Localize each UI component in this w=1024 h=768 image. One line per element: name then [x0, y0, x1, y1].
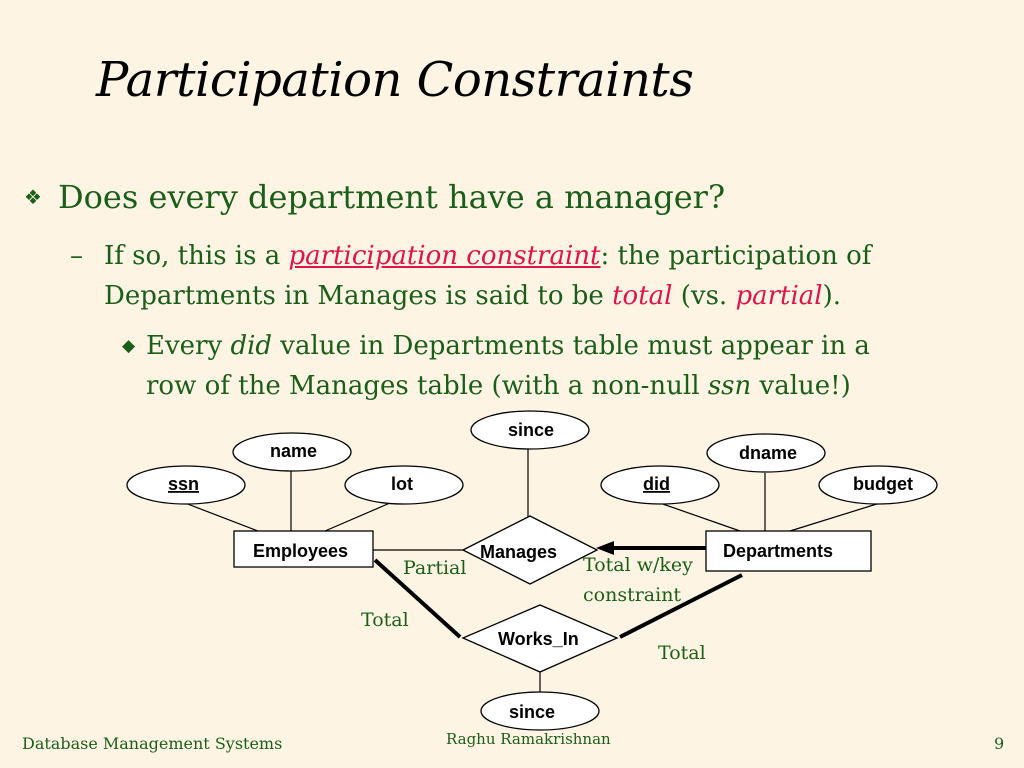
attr-budget-label: budget [853, 474, 913, 494]
relationship-manages-label: Manages [480, 542, 557, 562]
sub-text-after: : the participation of [600, 241, 872, 271]
subsub-line1-rest: value in Departments table must appear i… [272, 331, 870, 361]
total-participation-lines [373, 546, 743, 639]
sub-line2-before: Departments in Manages is said to be [104, 281, 613, 311]
attr-name-label: name [270, 441, 317, 461]
entity-departments-box [705, 530, 872, 572]
attr-did-ellipse [600, 465, 720, 505]
term-participation-constraint: participation constraint [288, 241, 601, 271]
annotation-total-right: Total [658, 642, 706, 664]
entity-employees-box [233, 530, 374, 568]
sub-sub-bullet: ◆ Every did value in Departments table mu… [122, 326, 992, 406]
attribute-connectors [184, 449, 881, 692]
connector-did [659, 502, 741, 532]
connector-budget [789, 502, 881, 532]
sub-closing: ). [822, 281, 842, 311]
attr-since-worksin-label: since [509, 702, 555, 722]
relationship-manages-diamond [461, 515, 599, 585]
relationship-worksin-label: Works_In [498, 629, 579, 649]
attr-since-manages-ellipse [470, 410, 590, 450]
attr-lot-ellipse [344, 465, 464, 505]
attr-since-worksin-ellipse [480, 691, 600, 731]
attr-ssn-label: ssn [168, 474, 199, 494]
annotation-total-left: Total [361, 609, 409, 631]
entity-departments-label: Departments [723, 541, 833, 561]
subsub-every: Every [146, 331, 231, 361]
attr-ssn-ellipse [126, 465, 246, 505]
bullet-question-text: Does every department have a manager? [58, 178, 726, 216]
bullet-question: ❖ Does every department have a manager? [24, 178, 725, 216]
thick-line-worksin-departments [619, 573, 743, 639]
attr-dname-label: dname [739, 443, 797, 463]
attr-dname-ellipse [706, 433, 826, 473]
entity-employees-label: Employees [253, 541, 348, 561]
subsub-line2-before: row of the Manages table (with a non-nul… [146, 371, 708, 401]
arrowhead-icon [596, 541, 614, 555]
subsub-ssn: ssn [707, 371, 752, 401]
attr-name-ellipse [232, 432, 352, 472]
connector-ssn [184, 502, 259, 532]
annotation-total-key-line1: Total w/key [583, 554, 693, 576]
thick-line-employees-worksin [373, 558, 462, 639]
annotation-total-key-line2: constraint [583, 584, 681, 606]
attr-did-label: did [643, 474, 670, 494]
connector-lot [324, 502, 391, 532]
diamond-cluster-icon: ❖ [24, 185, 42, 209]
term-total: total [612, 281, 673, 311]
dash-marker: – [70, 241, 83, 271]
subsub-did: did [230, 331, 273, 361]
attr-budget-ellipse [818, 465, 938, 505]
sub-bullet: –If so, this is a participation constrai… [70, 236, 1000, 316]
diamond-icon: ◆ [122, 336, 136, 356]
term-partial: partial [735, 281, 823, 311]
sub-vs: (vs. [672, 281, 736, 311]
attr-since-manages-label: since [508, 420, 554, 440]
footer-page-number: 9 [994, 734, 1005, 753]
annotation-partial: Partial [403, 557, 466, 579]
sub-text-before: If so, this is a [104, 241, 289, 271]
footer-author: Raghu Ramakrishnan [446, 730, 611, 748]
subsub-line2-after: value!) [751, 371, 851, 401]
attr-lot-label: lot [391, 474, 413, 494]
relationship-worksin-diamond [461, 604, 619, 673]
slide-title: Participation Constraints [96, 52, 694, 108]
footer-course-title: Database Management Systems [22, 734, 283, 753]
